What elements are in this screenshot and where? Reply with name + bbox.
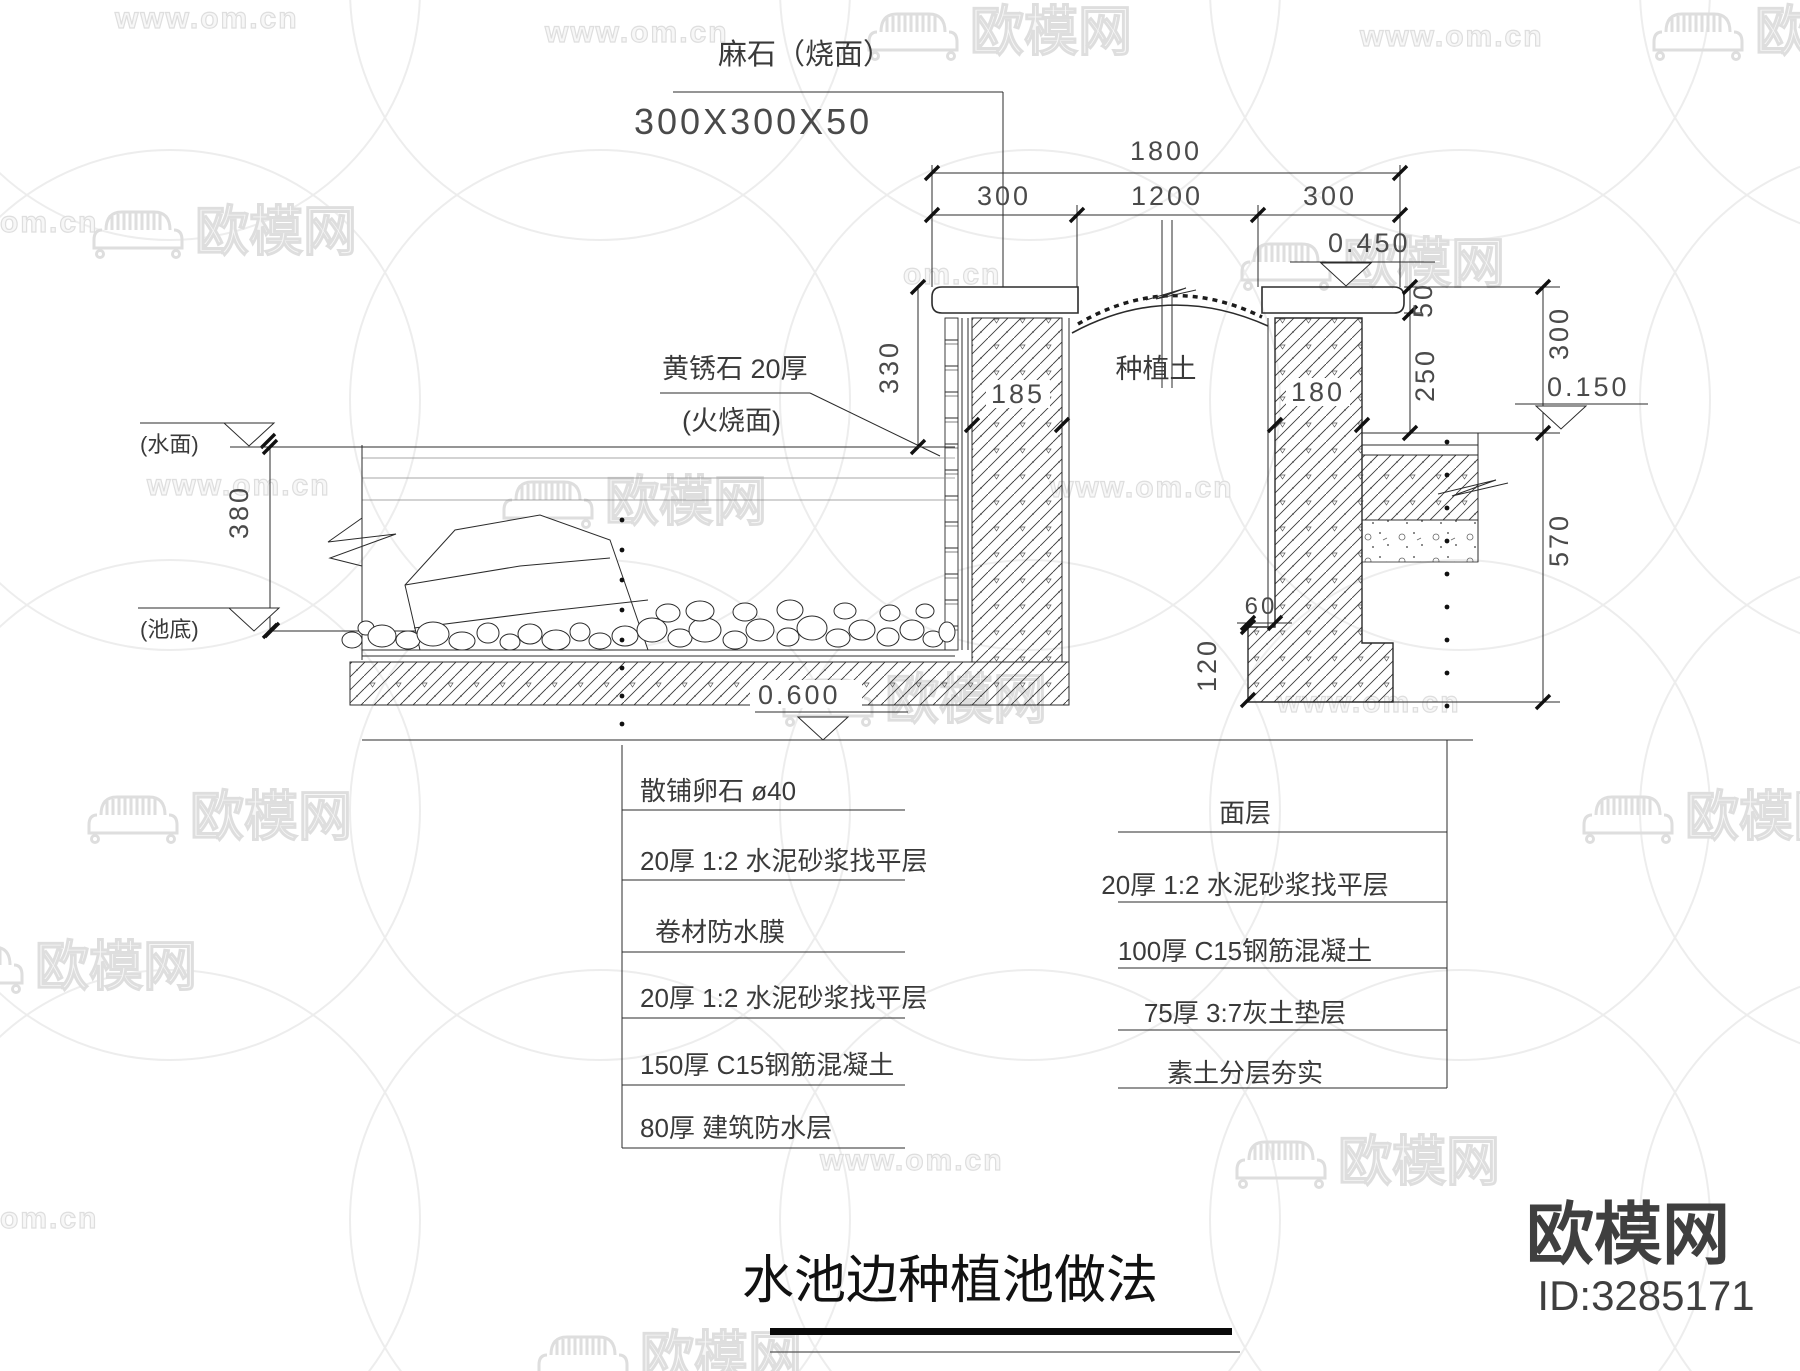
layer-item: 20厚 1:2 水泥砂浆找平层 <box>640 983 928 1013</box>
water-surface-label: (水面) <box>140 432 199 457</box>
pebbles <box>341 599 956 651</box>
watermark-logo: 欧模网 <box>195 202 357 262</box>
granite-label: 麻石（烧面） <box>718 38 892 71</box>
layer-item: 80厚 建筑防水层 <box>640 1113 832 1143</box>
right-layer-list: 面层 20厚 1:2 水泥砂浆找平层 100厚 C15钢筋混凝土 75厚 3:7… <box>1101 439 1450 1089</box>
watermark-url: www.om.cn <box>146 469 331 502</box>
pool-section: (水面) 380 (池底) <box>138 422 1473 741</box>
dim-footing-height: 120 <box>1192 638 1222 692</box>
watermark-logo: 欧模网 <box>35 937 197 997</box>
dim-seg-left: 300 <box>977 181 1031 211</box>
pool-bottom-label: (池底) <box>140 617 199 642</box>
watermark-url: www.om.cn <box>114 2 299 35</box>
dim-coping-to-pave: 300 <box>1544 306 1574 360</box>
watermark-url-short: om.cn <box>0 206 98 239</box>
break-symbol-left <box>327 517 397 567</box>
layer-item: 150厚 C15钢筋混凝土 <box>640 1050 894 1080</box>
dim-water-depth: 380 <box>224 485 254 539</box>
dim-pave-to-base: 570 <box>1544 513 1574 567</box>
watermark-url: www.om.cn <box>1049 471 1234 504</box>
dim-wall-left: 185 <box>991 379 1045 409</box>
leader-dots-left <box>619 517 625 727</box>
watermark-logo: 欧模网 <box>1685 787 1800 847</box>
layer-item: 卷材防水膜 <box>655 917 785 947</box>
footing-dims: 60 120 <box>1192 593 1560 709</box>
leader-dots-right <box>1444 439 1450 709</box>
top-annotations: 麻石（烧面） 300X300X50 1800 300 1200 300 0.45… <box>634 38 1435 287</box>
coping-right <box>1261 286 1405 314</box>
watermark-logo: 欧模网 <box>1755 2 1800 62</box>
level-pavement: 0.150 <box>1547 372 1630 402</box>
watermark-url: www.om.cn <box>1359 20 1544 53</box>
pool-slab <box>349 661 1070 706</box>
layer-item: 100厚 C15钢筋混凝土 <box>1118 936 1372 966</box>
brand-id: ID:3285171 <box>1537 1272 1754 1319</box>
layer-item: 素土分层夯实 <box>1167 1058 1323 1088</box>
watermark-logo: 欧模网 <box>970 2 1132 62</box>
level-coping: 0.450 <box>1328 228 1411 258</box>
dim-total: 1800 <box>1130 136 1202 166</box>
title-text: 水池边种植池做法 <box>742 1253 1158 1310</box>
layer-item: 20厚 1:2 水泥砂浆找平层 <box>1101 870 1389 900</box>
planter-structure: 种植土 185 180 330 <box>874 220 1405 703</box>
right-dims: 50 250 300 570 0.150 <box>1401 278 1648 711</box>
level-slab: 0.600 <box>758 680 841 710</box>
drawing-title: 水池边种植池做法 <box>742 1253 1240 1353</box>
watermark-logo: 欧模网 <box>605 472 767 532</box>
soil-arc <box>1071 304 1269 334</box>
break-symbol-right <box>1437 479 1509 497</box>
yellow-stone-text: 黄锈石 20厚 <box>662 354 808 384</box>
pavement-right <box>1361 432 1560 563</box>
pavement-lime-soil <box>1361 519 1479 563</box>
coping-left <box>931 286 1079 314</box>
watermark-url-short: om.cn <box>0 1202 98 1235</box>
layer-item: 20厚 1:2 水泥砂浆找平层 <box>640 846 928 876</box>
layer-item: 散铺卵石 ø40 <box>640 776 796 806</box>
granite-size: 300X300X50 <box>634 101 872 142</box>
dim-seg-right: 300 <box>1303 181 1357 211</box>
watermark-url: www.om.cn <box>819 1144 1004 1177</box>
watermark-logo: 欧模网 <box>1338 1132 1500 1192</box>
brand-name: 欧模网 <box>1526 1197 1730 1273</box>
dim-coping-thickness: 50 <box>1408 282 1438 318</box>
planting-soil-label: 种植土 <box>1116 354 1197 384</box>
stone-facing <box>944 317 959 651</box>
pavement-concrete <box>1361 454 1479 521</box>
site-brand: 欧模网 ID:3285171 <box>1526 1197 1755 1319</box>
layer-item: 75厚 3:7灰土垫层 <box>1144 998 1346 1028</box>
left-layer-list: 散铺卵石 ø40 20厚 1:2 水泥砂浆找平层 卷材防水膜 20厚 1:2 水… <box>619 517 928 1149</box>
dim-seg-mid: 1200 <box>1131 181 1203 211</box>
soil-grass-hatch <box>1077 293 1263 326</box>
layer-item: 面层 <box>1219 798 1271 828</box>
dim-wall-upper: 250 <box>1410 348 1440 402</box>
dim-coping-to-water: 330 <box>874 340 904 394</box>
yellow-stone-label: 黄锈石 20厚 (火烧面) <box>660 354 941 457</box>
watermark-url: www.om.cn <box>544 16 729 49</box>
fired-face-text: (火烧面) <box>682 406 781 436</box>
watermark-logo: 欧模网 <box>190 787 352 847</box>
dim-footing-step: 60 <box>1245 593 1278 620</box>
break-symbol-top <box>1145 287 1197 301</box>
wall-left <box>971 317 1063 663</box>
dim-wall-right: 180 <box>1291 377 1345 407</box>
